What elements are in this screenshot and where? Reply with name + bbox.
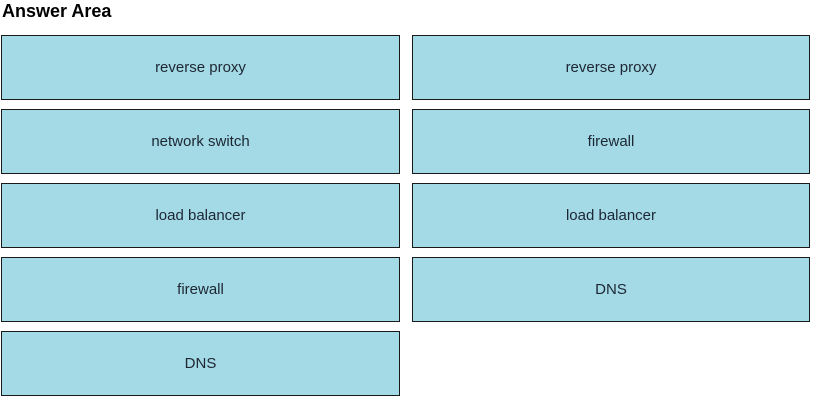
box-label: firewall bbox=[587, 133, 635, 150]
box-left-load-balancer[interactable]: load balancer bbox=[1, 183, 400, 248]
box-right-dns[interactable]: DNS bbox=[412, 257, 810, 322]
box-label: load balancer bbox=[565, 207, 657, 224]
box-left-network-switch[interactable]: network switch bbox=[1, 109, 400, 174]
box-right-load-balancer[interactable]: load balancer bbox=[412, 183, 810, 248]
box-label: reverse proxy bbox=[155, 59, 246, 76]
answer-area-title: Answer Area bbox=[2, 1, 112, 21]
box-label: DNS bbox=[595, 281, 627, 298]
box-label: firewall bbox=[177, 281, 224, 298]
box-label: network switch bbox=[151, 133, 250, 150]
answer-column-right: reverse proxy firewall load balancer DNS bbox=[412, 35, 810, 322]
box-left-firewall[interactable]: firewall bbox=[1, 257, 400, 322]
box-label: reverse proxy bbox=[565, 59, 657, 76]
box-right-firewall[interactable]: firewall bbox=[412, 109, 810, 174]
box-right-reverse-proxy[interactable]: reverse proxy bbox=[412, 35, 810, 100]
box-left-reverse-proxy[interactable]: reverse proxy bbox=[1, 35, 400, 100]
answer-column-left: reverse proxy network switch load balanc… bbox=[1, 35, 400, 396]
box-label: DNS bbox=[184, 355, 217, 372]
box-left-dns[interactable]: DNS bbox=[1, 331, 400, 396]
box-label: load balancer bbox=[155, 207, 246, 224]
